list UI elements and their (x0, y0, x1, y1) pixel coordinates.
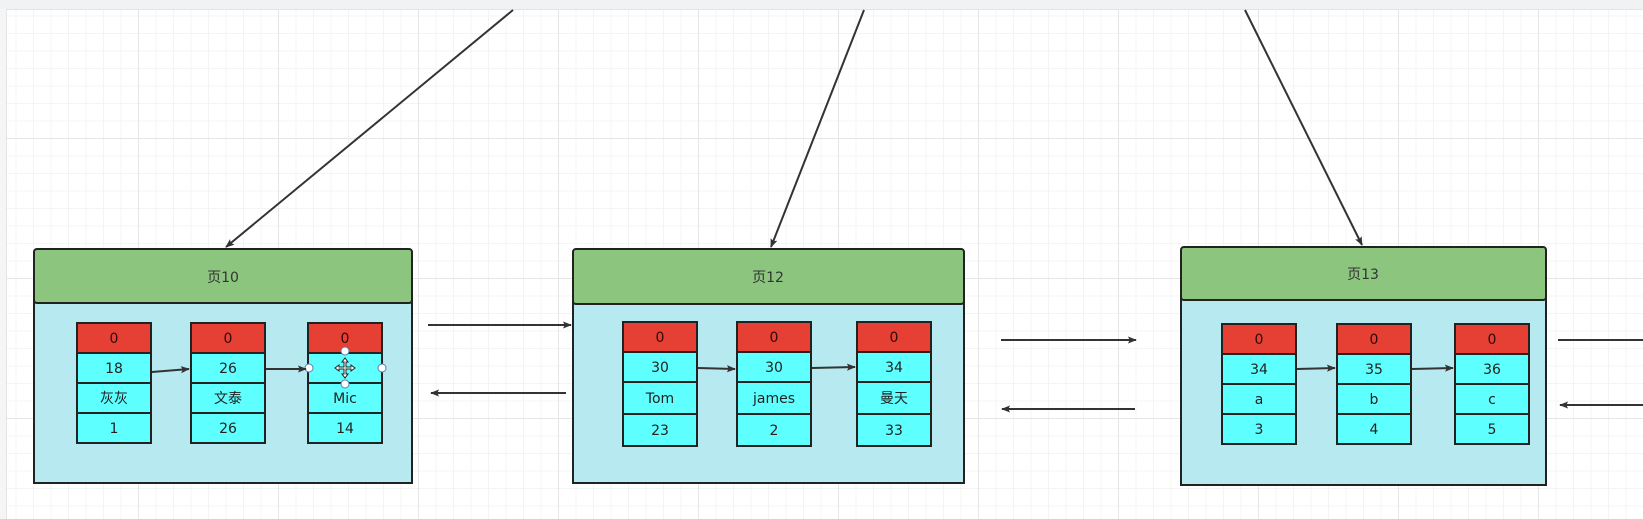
page-13-record-1[interactable]: 0 34 a 3 (1221, 323, 1297, 445)
page-13-header[interactable] (1180, 246, 1547, 301)
record-link-arrow[interactable] (1411, 364, 1454, 372)
page-12-title: 页12 (752, 270, 784, 286)
record-name-text: 灰灰 (100, 391, 128, 407)
record-header-text: 0 (890, 330, 899, 346)
record-header-cell[interactable] (856, 321, 932, 353)
record-key-text: 30 (765, 360, 783, 376)
record-key-text: 18 (105, 361, 123, 377)
record-value-text: 1 (110, 421, 119, 437)
record-header-cell[interactable] (1221, 323, 1297, 355)
record-value-cell[interactable] (76, 412, 152, 444)
selection-handle-left[interactable] (304, 363, 314, 373)
page-13[interactable]: 页13 0 34 a 3 0 35 b 4 0 36 c (1180, 246, 1547, 486)
record-name-cell[interactable] (856, 381, 932, 415)
selection-handle-right[interactable] (377, 363, 387, 373)
page-12-record-1[interactable]: 0 30 Tom 23 (622, 321, 698, 447)
record-key-text: 36 (1483, 362, 1501, 378)
record-name-text: 曼天 (880, 391, 908, 407)
record-name-text: Tom (645, 391, 674, 407)
record-key-text: 30 (651, 360, 669, 376)
record-name-text: a (1255, 392, 1264, 408)
record-key-text: 26 (219, 361, 237, 377)
record-value-cell[interactable] (1221, 413, 1297, 445)
record-name-text: 文泰 (214, 391, 242, 407)
record-link-arrow[interactable] (151, 366, 190, 374)
record-key-cell[interactable] (190, 352, 266, 384)
record-header-text: 0 (1255, 332, 1264, 348)
record-header-text: 0 (1488, 332, 1497, 348)
record-value-cell[interactable] (1454, 413, 1530, 445)
page-12-record-2[interactable]: 0 30 james 2 (736, 321, 812, 447)
record-value-text: 23 (651, 423, 669, 439)
record-value-cell[interactable] (190, 412, 266, 444)
record-name-cell[interactable] (1221, 383, 1297, 415)
record-key-cell[interactable] (622, 351, 698, 383)
page-12[interactable]: 页12 0 30 Tom 23 0 30 james 2 0 34 (572, 248, 965, 484)
record-link-arrow[interactable] (1296, 364, 1336, 372)
record-name-text: james (752, 391, 795, 407)
record-value-cell[interactable] (622, 413, 698, 447)
record-value-text: 3 (1255, 422, 1264, 438)
record-value-cell[interactable] (307, 412, 383, 444)
record-header-text: 0 (770, 330, 779, 346)
page-13-record-2[interactable]: 0 35 b 4 (1336, 323, 1412, 445)
selection-handle-bottom[interactable] (340, 379, 350, 389)
record-name-text: Mic (333, 391, 357, 407)
page-12-record-3[interactable]: 0 34 曼天 33 (856, 321, 932, 447)
record-name-text: c (1488, 392, 1496, 408)
record-name-cell[interactable] (736, 381, 812, 415)
record-key-cell[interactable] (736, 351, 812, 383)
record-value-text: 14 (336, 421, 354, 437)
record-key-cell[interactable] (1336, 353, 1412, 385)
record-name-text: b (1370, 392, 1379, 408)
page-10[interactable]: 页10 0 18 灰灰 1 0 26 文泰 26 0 (33, 248, 413, 484)
selection-handle-top[interactable] (340, 346, 350, 356)
record-header-text: 0 (656, 330, 665, 346)
record-link-arrow[interactable] (811, 363, 856, 371)
page-10-header[interactable] (33, 248, 413, 304)
page-10-record-2[interactable]: 0 26 文泰 26 (190, 322, 266, 444)
record-header-text: 0 (341, 331, 350, 347)
record-link-arrow[interactable] (697, 365, 736, 373)
page-13-record-3[interactable]: 0 36 c 5 (1454, 323, 1530, 445)
parent-to-page-10-arrow[interactable] (225, 9, 514, 248)
parent-to-page-12-arrow[interactable] (770, 9, 865, 248)
record-header-cell[interactable] (1336, 323, 1412, 355)
record-value-text: 5 (1488, 422, 1497, 438)
record-header-cell[interactable] (622, 321, 698, 353)
parent-to-page-13-arrow[interactable] (1244, 9, 1363, 246)
left-panel-edge (0, 9, 7, 519)
record-name-cell[interactable] (76, 382, 152, 414)
page-10-record-1[interactable]: 0 18 灰灰 1 (76, 322, 152, 444)
top-toolbar-edge (0, 0, 1643, 10)
record-header-text: 0 (110, 331, 119, 347)
record-value-text: 2 (770, 423, 779, 439)
page-10-record-3[interactable]: 0 Mic 14 (304, 322, 387, 444)
record-value-cell[interactable] (736, 413, 812, 447)
record-header-text: 0 (224, 331, 233, 347)
record-key-text: 35 (1365, 362, 1383, 378)
record-name-cell[interactable] (1336, 383, 1412, 415)
page-12-header[interactable] (572, 248, 965, 305)
record-header-cell[interactable] (1454, 323, 1530, 355)
page-13-title: 页13 (1347, 267, 1379, 283)
record-value-cell[interactable] (856, 413, 932, 447)
record-value-text: 26 (219, 421, 237, 437)
record-value-cell[interactable] (1336, 413, 1412, 445)
record-value-text: 4 (1370, 422, 1379, 438)
record-header-cell[interactable] (190, 322, 266, 354)
record-key-text: 34 (885, 360, 903, 376)
record-header-text: 0 (1370, 332, 1379, 348)
page-10-title: 页10 (207, 270, 239, 286)
move-cursor-icon (334, 357, 356, 379)
record-header-cell[interactable] (736, 321, 812, 353)
record-header-cell[interactable] (76, 322, 152, 354)
record-value-text: 33 (885, 423, 903, 439)
record-key-text: 34 (1250, 362, 1268, 378)
